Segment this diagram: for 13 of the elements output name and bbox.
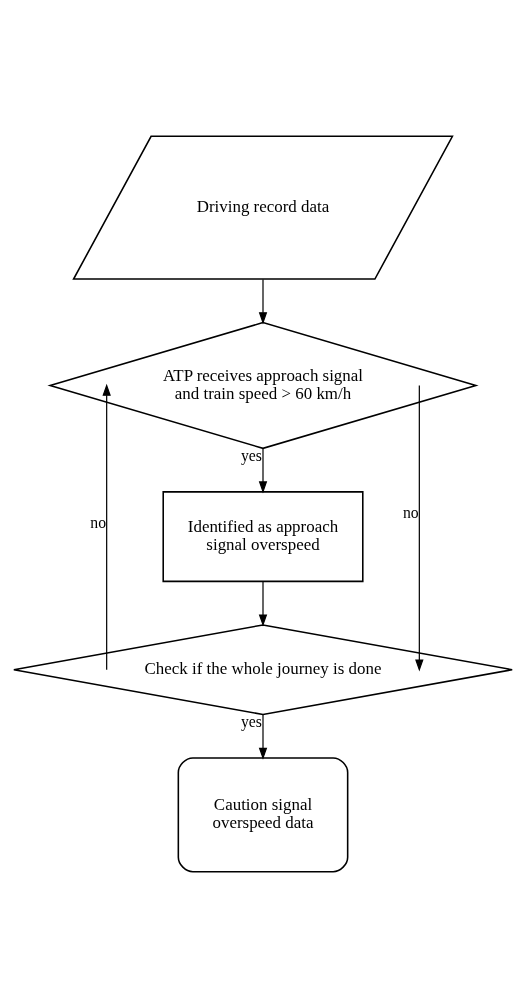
edge-label: no bbox=[89, 514, 106, 532]
arrow bbox=[258, 581, 267, 627]
arrow bbox=[258, 714, 267, 760]
edge-label: yes bbox=[240, 713, 262, 731]
node-box: Caution signal overspeed data bbox=[177, 757, 348, 873]
arrow bbox=[258, 278, 267, 325]
node-diamond: ATP receives approach signal and train speed > 60 km/h bbox=[46, 321, 479, 450]
node-box: Identified as approach signal overspeed bbox=[161, 491, 364, 583]
node-diamond: Check if the whole journey is done bbox=[12, 624, 513, 716]
arrow bbox=[258, 448, 267, 494]
arrow bbox=[414, 384, 424, 672]
edge-label: no bbox=[402, 504, 419, 522]
arrow bbox=[101, 383, 111, 671]
